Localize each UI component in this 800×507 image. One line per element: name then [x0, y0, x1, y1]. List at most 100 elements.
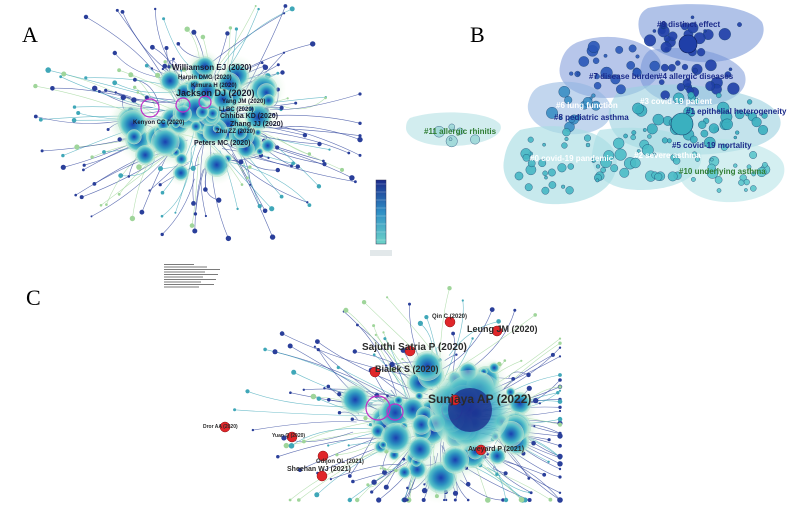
- cluster-member-node: [615, 46, 624, 54]
- leaf-node: [401, 357, 404, 361]
- cited-node: [190, 120, 202, 132]
- leaf-node: [347, 444, 350, 447]
- leaf-node: [297, 498, 301, 502]
- cluster-member-node: [642, 128, 647, 132]
- cluster-member-node: [636, 149, 641, 154]
- leaf-node: [558, 405, 562, 409]
- leaf-node: [162, 17, 166, 21]
- cluster-label: #2 severe asthma: [634, 151, 701, 160]
- leaf-node: [402, 457, 406, 461]
- leaf-node: [38, 117, 43, 122]
- network-edge: [276, 137, 310, 155]
- cluster-member-node: [714, 176, 723, 184]
- leaf-node: [322, 159, 325, 163]
- cluster-member-node: [592, 57, 600, 64]
- cluster-member-node: [542, 142, 546, 147]
- leaf-node: [451, 331, 455, 336]
- leaf-node: [150, 67, 153, 70]
- cluster-member-node: [433, 125, 445, 138]
- leaf-node: [383, 337, 387, 341]
- citation-burst-node: [444, 316, 456, 328]
- citation-burst-node: [219, 421, 231, 433]
- leaf-node: [486, 453, 489, 456]
- cluster-label: #4 allergic diseases: [658, 72, 734, 81]
- leaf-node: [386, 394, 389, 398]
- leaf-node: [503, 497, 509, 503]
- leaf-node: [558, 378, 562, 382]
- leaf-node: [302, 133, 308, 138]
- cluster-member-node: [705, 59, 717, 72]
- cluster-member-node: [582, 97, 593, 107]
- cluster-member-node: [690, 15, 695, 20]
- leaf-node: [520, 359, 523, 362]
- leaf-node: [461, 299, 464, 302]
- leaf-node: [225, 235, 232, 242]
- leaf-node: [557, 422, 563, 427]
- leaf-node: [90, 215, 93, 218]
- cluster-member-node: [585, 142, 591, 148]
- leaf-node: [372, 353, 376, 357]
- cluster-member-node: [681, 63, 689, 71]
- leaf-node: [558, 443, 562, 448]
- leaf-node: [45, 67, 51, 73]
- cited-node: [488, 362, 500, 374]
- leaf-node: [74, 193, 77, 197]
- network-edge: [252, 421, 357, 431]
- leaf-node: [291, 161, 295, 166]
- leaf-node: [115, 8, 119, 12]
- leaf-node: [127, 175, 131, 178]
- cluster-member-node: [708, 123, 719, 134]
- leaf-node: [174, 211, 177, 214]
- leaf-node: [533, 313, 537, 317]
- leaf-node: [370, 490, 374, 494]
- cluster-member-node: [751, 117, 762, 128]
- cluster-member-node: [538, 159, 547, 168]
- cluster-member-node: [564, 96, 573, 105]
- leaf-node: [297, 467, 303, 472]
- cited-node: [262, 94, 275, 107]
- cluster-label: #8 pediatric asthma: [554, 113, 629, 122]
- leaf-node: [289, 6, 295, 12]
- cited-node: [412, 351, 443, 381]
- cited-node: [248, 105, 256, 113]
- cited-node: [505, 387, 516, 397]
- leaf-node: [254, 5, 257, 7]
- cluster-member-node: [610, 164, 619, 173]
- leaf-node: [376, 497, 382, 503]
- cluster-member-node: [569, 71, 574, 76]
- cluster-member-node: [527, 136, 534, 143]
- leaf-node: [184, 26, 190, 32]
- cluster-member-node: [733, 135, 737, 140]
- cluster-member-node: [652, 152, 657, 157]
- leaf-node: [489, 307, 495, 312]
- cluster-member-node: [751, 171, 756, 177]
- leaf-node: [326, 384, 331, 389]
- cluster-member-node: [631, 130, 637, 136]
- leaf-node: [133, 77, 137, 82]
- leaf-node: [513, 308, 517, 312]
- leaf-node: [82, 163, 86, 167]
- leaf-node: [154, 7, 157, 11]
- cluster-member-node: [661, 23, 666, 29]
- leaf-node: [289, 391, 292, 395]
- leaf-node: [557, 497, 563, 503]
- leaf-node: [324, 96, 327, 100]
- cluster-member-node: [743, 179, 750, 186]
- cluster-member-node: [567, 163, 574, 170]
- cited-node: [380, 422, 412, 454]
- burst-ring: [175, 97, 191, 113]
- leaf-node: [240, 183, 244, 186]
- cluster-member-node: [735, 130, 740, 135]
- leaf-node: [550, 352, 555, 357]
- leaf-node: [281, 435, 287, 441]
- cited-node: [254, 128, 262, 137]
- leaf-node: [262, 208, 268, 214]
- leaf-node: [267, 156, 270, 159]
- cluster-member-node: [630, 134, 636, 141]
- cluster-member-node: [744, 188, 748, 192]
- leaf-node: [531, 440, 536, 446]
- citation-burst-node: [449, 394, 461, 406]
- leaf-node: [358, 92, 362, 96]
- cited-node: [151, 127, 180, 157]
- leaf-node: [347, 497, 352, 503]
